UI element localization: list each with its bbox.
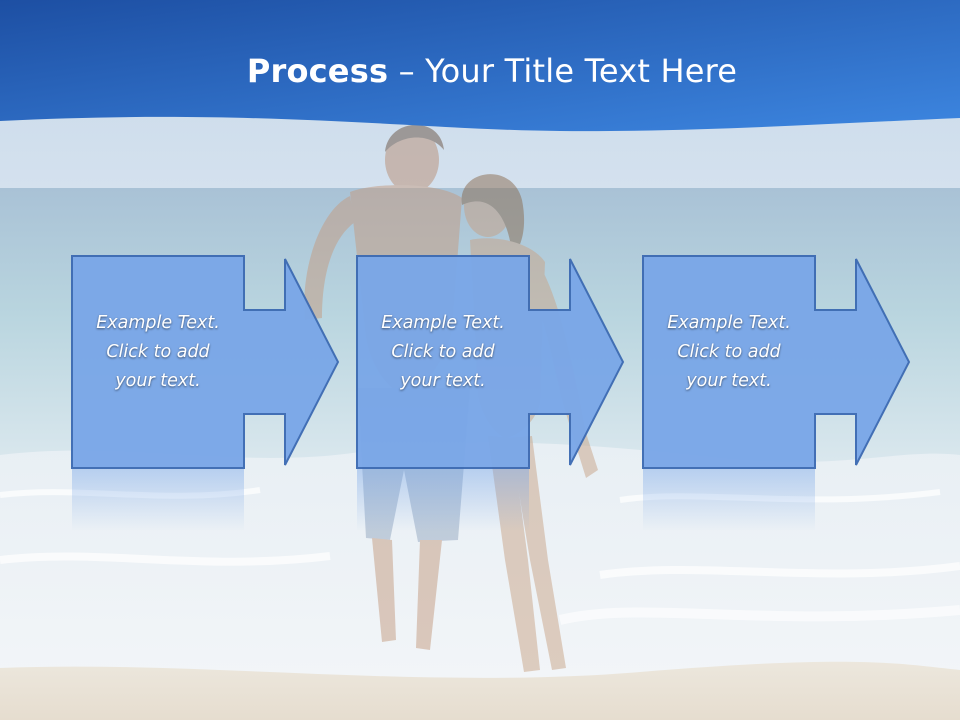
step-3-text[interactable]: Example Text. Click to add your text. (667, 313, 791, 391)
slide-title[interactable]: Process – Your Title Text Here (0, 52, 960, 90)
arrow-right-icon (642, 255, 911, 469)
title-emphasis: Process (246, 52, 389, 90)
step-2-reflection (357, 469, 529, 531)
process-step-3[interactable]: Example Text. Click to add your text. (642, 255, 914, 469)
arrow-right-icon (71, 255, 340, 469)
step-3-reflection (643, 469, 815, 531)
arrow-right-icon (356, 255, 625, 469)
process-step-2[interactable]: Example Text. Click to add your text. (356, 255, 628, 469)
step-2-text[interactable]: Example Text. Click to add your text. (381, 313, 505, 391)
title-banner (0, 0, 960, 132)
step-1-text[interactable]: Example Text. Click to add your text. (96, 313, 220, 391)
step-1-reflection (72, 469, 244, 531)
process-step-1[interactable]: Example Text. Click to add your text. (71, 255, 343, 469)
title-text: – Your Title Text Here (388, 52, 738, 90)
